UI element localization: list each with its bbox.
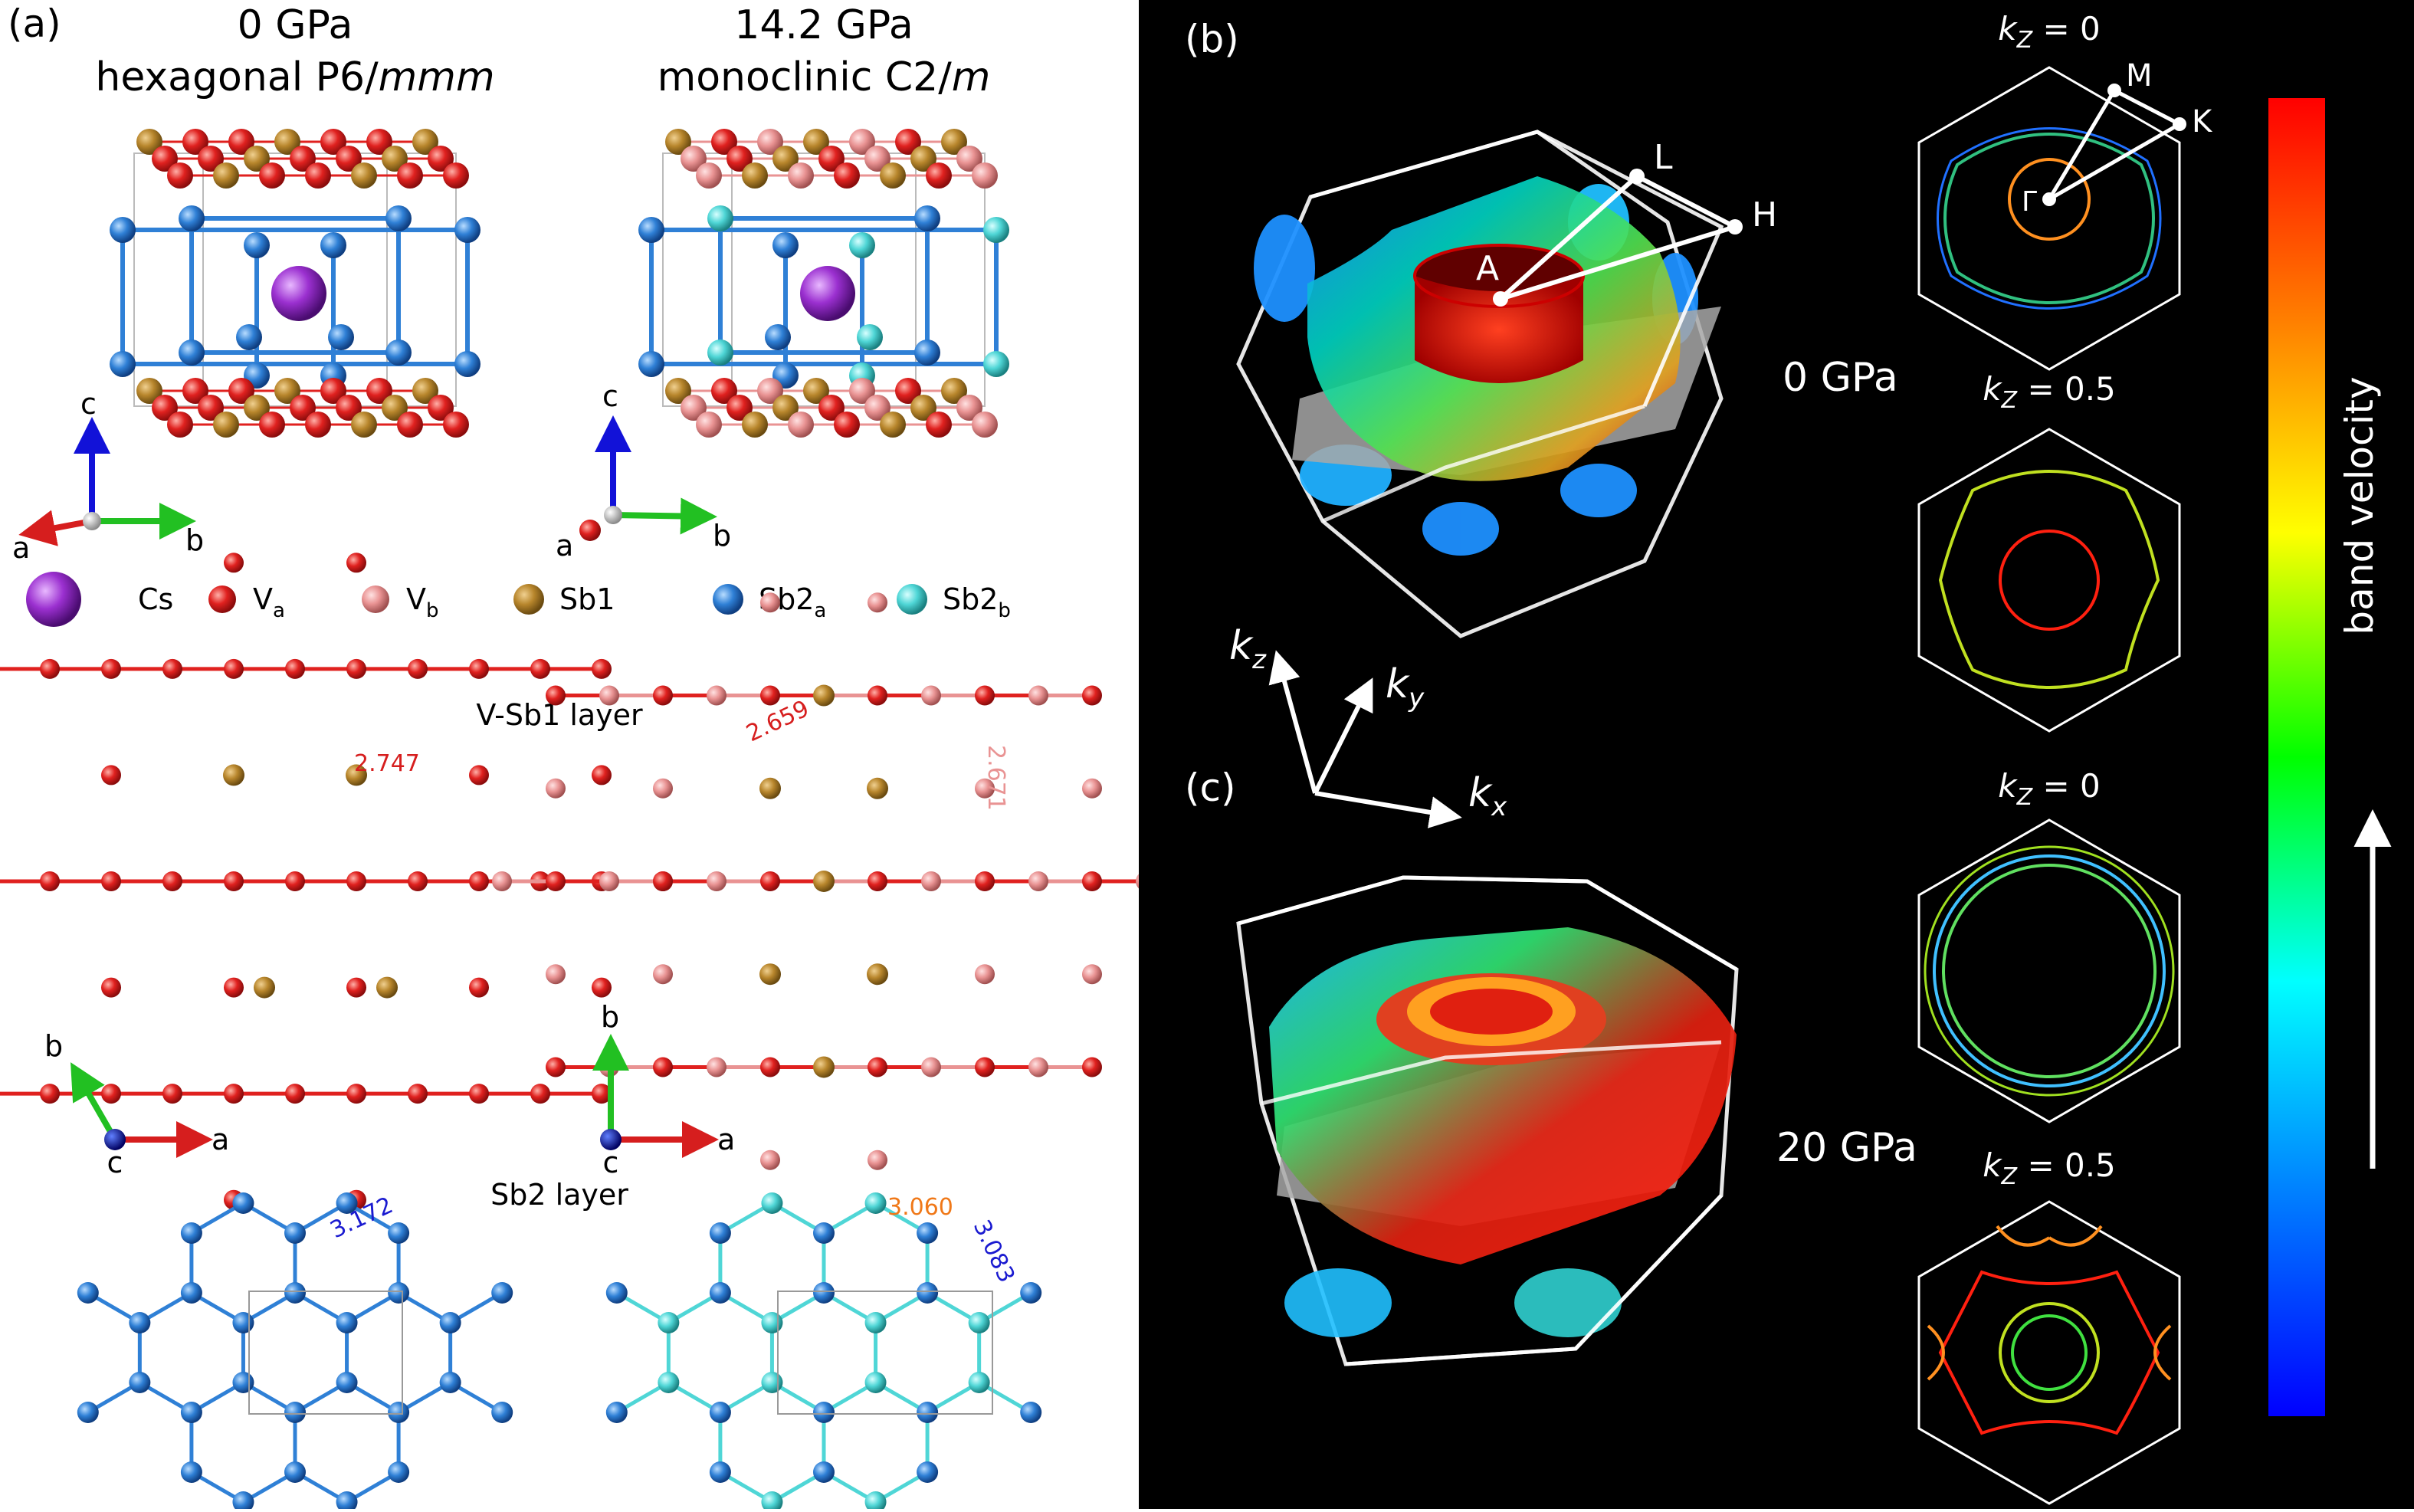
k-axes: kz ky kx xyxy=(1229,623,1507,828)
left-title-pressure: 0 GPa xyxy=(238,2,353,48)
legend-label-3: Sb1 xyxy=(559,582,615,616)
panel-a: (a) 0 GPa hexagonal P6/mmm 14.2 GPa mono… xyxy=(0,0,1156,1512)
axis-label-a: a xyxy=(556,529,573,562)
axis-label-c: c xyxy=(80,387,97,421)
fermi-surface-20gpa xyxy=(1236,875,1739,1366)
k-axis-label-y: ky xyxy=(1386,661,1425,713)
axis-label-c: c xyxy=(603,1146,619,1179)
label-kz05-c: kZ = 0.5 xyxy=(1983,1146,2116,1190)
point-A: A xyxy=(1476,249,1499,288)
distance-sb2-mono-a: 3.060 xyxy=(887,1194,953,1221)
legend-swatch-3 xyxy=(513,584,544,615)
sb2-layer-label: Sb2 layer xyxy=(490,1178,628,1212)
fermi-cross-sections: kZ = 0 Γ M K kZ = 0.5 kZ = 0 kZ = 0.5 xyxy=(1917,10,2213,1505)
distance-vsb1-hex: 2.747 xyxy=(354,750,420,777)
right-title-structure: monoclinic C2/m xyxy=(658,54,991,100)
axis-label-b: b xyxy=(185,523,204,557)
panel-a-label: (a) xyxy=(8,2,61,46)
legend-swatch-5 xyxy=(897,584,927,615)
legend-swatch-0 xyxy=(26,572,81,627)
axis-label-a: a xyxy=(212,1123,229,1156)
axis-label-b: b xyxy=(44,1029,63,1063)
k-axis-label-z: kz xyxy=(1229,623,1267,675)
axis-label-a: a xyxy=(12,531,30,565)
legend-swatch-4 xyxy=(713,584,743,615)
legend-label-1: Va xyxy=(253,582,285,622)
axis-label-b: b xyxy=(713,519,731,553)
panels-b-c: (b) (c) A L H 0 GPa xyxy=(1139,0,2414,1509)
axes-hexagonal-cell: c a b xyxy=(12,387,204,565)
point-M: M xyxy=(2126,58,2153,93)
point-K: K xyxy=(2192,104,2213,139)
sb2-layer-monoclinic xyxy=(605,1192,1042,1512)
pressure-label-c: 20 GPa xyxy=(1776,1125,1917,1171)
colorbar xyxy=(2268,98,2325,1416)
pressure-label-b: 0 GPa xyxy=(1783,355,1898,401)
fermi-surface-0gpa: A L H xyxy=(1236,130,1777,638)
axis-label-c: c xyxy=(107,1146,123,1179)
panel-b-label: (b) xyxy=(1185,17,1239,61)
axis-label-a: a xyxy=(717,1123,735,1156)
legend-label-2: Vb xyxy=(406,582,439,622)
legend-label-5: Sb2b xyxy=(943,582,1011,622)
colorbar-label: band velocity xyxy=(2337,376,2382,635)
axes-monoclinic-layer: b a c xyxy=(592,1000,735,1179)
legend-label-0: Cs xyxy=(138,582,173,616)
axis-label-c: c xyxy=(602,379,618,413)
label-kz05-b: kZ = 0.5 xyxy=(1983,370,2116,414)
point-L: L xyxy=(1654,138,1673,177)
axes-hexagonal-layer: b a c xyxy=(44,1029,229,1179)
sb2-layer-hexagonal xyxy=(77,1192,513,1512)
distance-vsb1-mono-b: 2.671 xyxy=(982,745,1009,811)
distance-sb2-mono-b: 3.083 xyxy=(968,1216,1020,1287)
axes-monoclinic-cell: c a b xyxy=(556,379,731,562)
k-axis-label-x: kx xyxy=(1468,770,1507,822)
legend-swatch-1 xyxy=(208,585,236,613)
point-H: H xyxy=(1752,195,1777,235)
panel-c-label: (c) xyxy=(1185,766,1236,810)
legend-swatch-2 xyxy=(362,585,389,613)
right-title-pressure: 14.2 GPa xyxy=(734,2,913,48)
axis-label-b: b xyxy=(601,1000,619,1034)
crystal-structure-monoclinic xyxy=(638,129,1009,438)
label-kz0-b: kZ = 0 xyxy=(1998,10,2101,54)
left-title-structure: hexagonal P6/mmm xyxy=(95,54,494,100)
vsb1-layer-monoclinic xyxy=(492,592,1156,1170)
label-kz0-c: kZ = 0 xyxy=(1998,767,2101,811)
distance-vsb1-mono-a: 2.659 xyxy=(743,695,814,747)
point-Gamma: Γ xyxy=(2022,186,2037,218)
crystal-structure-hexagonal xyxy=(110,129,481,438)
